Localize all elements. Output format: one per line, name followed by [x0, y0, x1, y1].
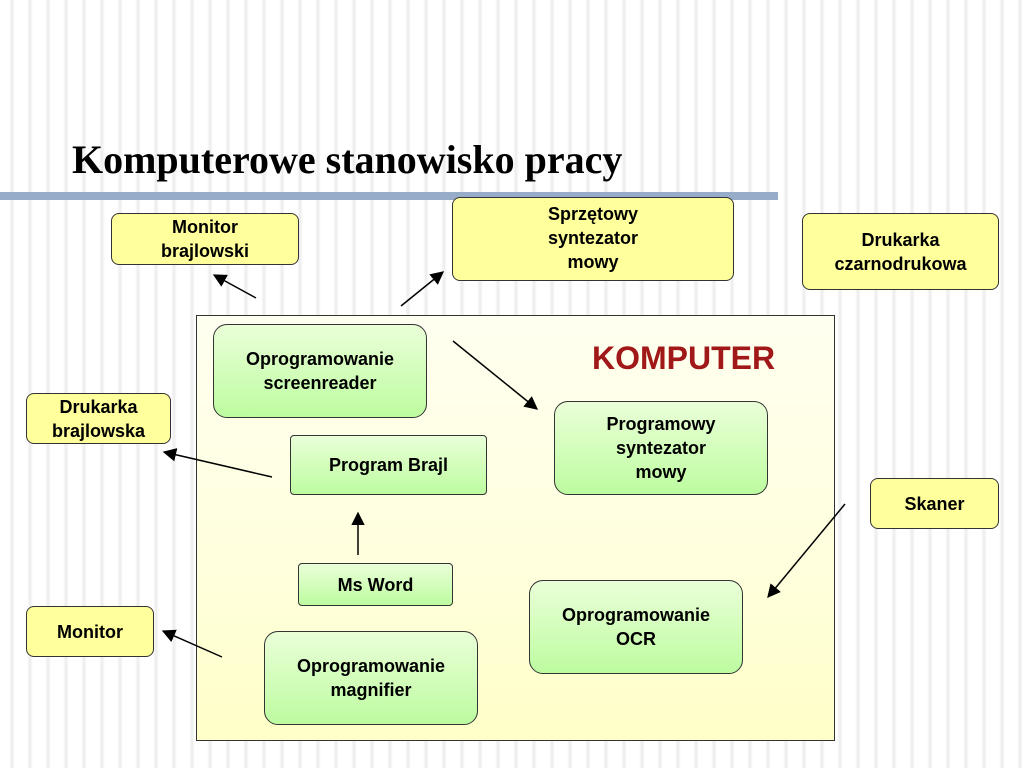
slide-title: Komputerowe stanowisko pracy — [72, 137, 623, 182]
braille-printer-box: Drukarka brajlowska — [26, 393, 171, 444]
arrow-to-monitor-braille — [212, 274, 257, 299]
braille-printer-label: Drukarka brajlowska — [51, 396, 146, 441]
software-synth-box: Programowy syntezator mowy — [554, 401, 768, 495]
monitor-braille-box: Monitor brajlowski — [111, 213, 299, 265]
monitor-label: Monitor — [57, 621, 123, 642]
software-synth-label: Programowy syntezator mowy — [606, 414, 716, 482]
scanner-label: Skaner — [904, 493, 965, 514]
hardware-synth-label: Sprzętowy syntezator mowy — [547, 204, 639, 272]
screenreader-label: Oprogramowanie screenreader — [245, 349, 395, 393]
scanner-box: Skaner — [870, 478, 999, 529]
ocr-label: Oprogramowanie OCR — [561, 605, 711, 649]
ms-word-box: Ms Word — [298, 563, 453, 606]
black-printer-label: Drukarka czarnodrukowa — [834, 229, 967, 274]
ms-word-label: Ms Word — [337, 574, 414, 595]
program-brajl-box: Program Brajl — [290, 435, 487, 495]
black-printer-box: Drukarka czarnodrukowa — [802, 213, 999, 290]
program-brajl-label: Program Brajl — [328, 455, 449, 475]
title-underline — [0, 192, 778, 200]
hardware-synth-box: Sprzętowy syntezator mowy — [452, 197, 734, 281]
screenreader-box: Oprogramowanie screenreader — [213, 324, 427, 418]
computer-label: KOMPUTER — [592, 340, 776, 376]
magnifier-box: Oprogramowanie magnifier — [264, 631, 478, 725]
ocr-box: Oprogramowanie OCR — [529, 580, 743, 674]
arrow-to-hardware-synth — [400, 271, 445, 307]
magnifier-label: Oprogramowanie magnifier — [296, 656, 446, 700]
monitor-box: Monitor — [26, 606, 154, 657]
monitor-braille-label: Monitor brajlowski — [160, 217, 250, 261]
